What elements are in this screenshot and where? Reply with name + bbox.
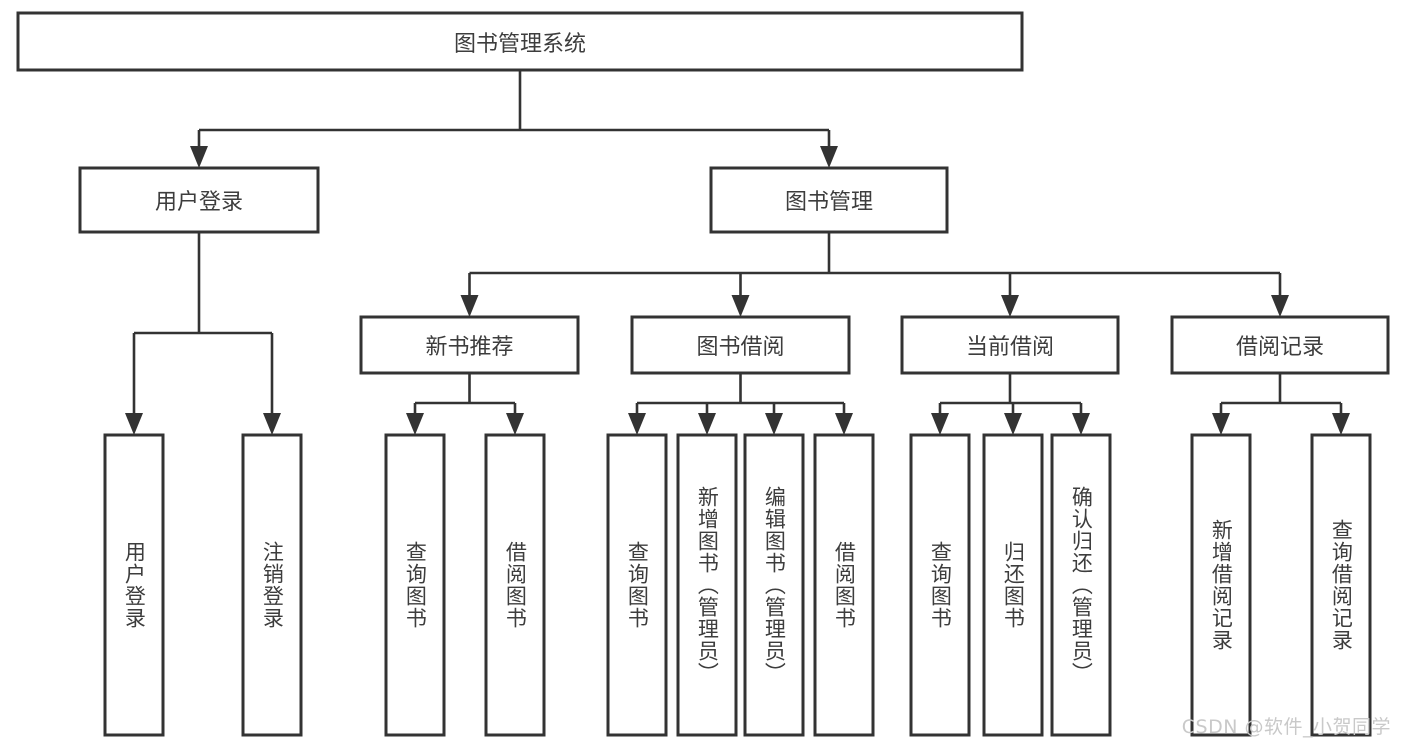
arrow-head-icon <box>931 413 949 435</box>
arrow-head-icon <box>820 146 838 168</box>
arrow-head-icon <box>835 413 853 435</box>
node-box-leaf-query-book-recommend[interactable] <box>384 433 446 737</box>
arrow-head-icon <box>698 413 716 435</box>
node-box-leaf-confirm-return[interactable] <box>1050 433 1112 737</box>
node-box-leaf-borrow-book[interactable] <box>813 433 875 737</box>
node-box-leaf-borrow-book-recommend[interactable] <box>484 433 546 737</box>
arrow-head-icon <box>1004 413 1022 435</box>
node-box-leaf-query-book-current[interactable] <box>909 433 971 737</box>
arrow-head-icon <box>628 413 646 435</box>
arrow-head-icon <box>506 413 524 435</box>
node-box-leaf-user-login[interactable] <box>103 433 165 737</box>
node-box-leaf-add-borrow-record[interactable] <box>1190 433 1252 737</box>
node-box-new-book-recommend[interactable] <box>359 315 580 375</box>
arrow-head-icon <box>731 295 750 317</box>
arrow-head-icon <box>1072 413 1090 435</box>
arrow-head-icon <box>406 413 424 435</box>
arrow-head-icon <box>460 295 479 317</box>
arrow-head-icon <box>1332 413 1350 435</box>
node-box-leaf-add-book[interactable] <box>676 433 738 737</box>
arrow-head-icon <box>263 413 281 435</box>
arrow-head-icon <box>1212 413 1230 435</box>
arrow-head-icon <box>1271 295 1289 317</box>
node-box-borrow-record[interactable] <box>1170 315 1390 375</box>
node-box-leaf-return-book[interactable] <box>982 433 1044 737</box>
node-box-user-login[interactable] <box>78 166 320 234</box>
node-box-current-borrow[interactable] <box>900 315 1120 375</box>
node-box-root[interactable] <box>16 11 1024 72</box>
arrow-head-icon <box>125 413 143 435</box>
connector-layer <box>125 70 1350 435</box>
arrow-head-icon <box>765 413 783 435</box>
node-box-leaf-edit-book[interactable] <box>743 433 805 737</box>
node-box-leaf-query-book-borrow[interactable] <box>606 433 668 737</box>
arrow-head-icon <box>1001 295 1019 317</box>
node-box-book-management[interactable] <box>709 166 949 234</box>
node-box-layer <box>16 11 1390 737</box>
node-box-leaf-query-borrow-record[interactable] <box>1310 433 1372 737</box>
node-box-book-borrow[interactable] <box>630 315 851 375</box>
arrow-head-icon <box>190 146 208 168</box>
node-box-leaf-logout[interactable] <box>241 433 303 737</box>
